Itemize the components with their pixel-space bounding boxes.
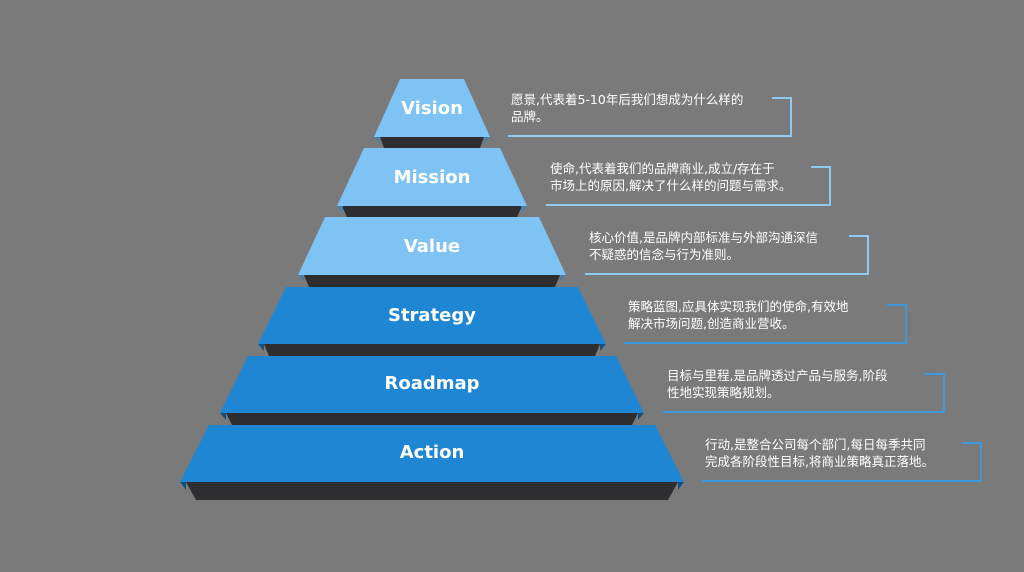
tier-strategy-label: Strategy bbox=[387, 305, 477, 326]
tier-mission-shape bbox=[337, 148, 527, 206]
tier-vision-fold-left bbox=[374, 137, 380, 144]
tier-strategy-fold-left bbox=[258, 344, 264, 351]
tier-roadmap-desc-line2: 性地实现策略规划。 bbox=[667, 385, 780, 400]
tier-vision-shadow bbox=[380, 137, 484, 148]
bracket-vision bbox=[508, 97, 792, 137]
tier-value bbox=[298, 217, 566, 287]
tier-action-desc-line1: 行动,是整合公司每个部门,每日每季共同 bbox=[705, 437, 926, 452]
tier-action-shadow bbox=[186, 482, 678, 500]
tier-roadmap-fold-right bbox=[638, 413, 644, 420]
tier-vision bbox=[374, 79, 490, 148]
tier-action-shape bbox=[180, 425, 684, 482]
tier-strategy bbox=[258, 287, 606, 356]
tier-value-desc-line2: 不疑惑的信念与行为准则。 bbox=[589, 247, 740, 262]
tier-action-label: Action bbox=[399, 442, 465, 463]
tier-mission-shadow bbox=[342, 206, 522, 217]
tier-value-label: Value bbox=[403, 236, 461, 257]
tier-mission-label: Mission bbox=[393, 167, 471, 188]
tier-action-desc-line2: 完成各阶段性目标,将商业策略真正落地。 bbox=[705, 454, 934, 469]
bracket-roadmap bbox=[663, 373, 945, 413]
tier-vision-desc-line1: 愿景,代表着5-10年后我们想成为什么样的 bbox=[511, 92, 744, 107]
tier-mission-desc-line2: 市场上的原因,解决了什么样的问题与需求。 bbox=[550, 178, 792, 193]
tier-roadmap bbox=[220, 356, 644, 425]
tier-strategy-desc-line2: 解决市场问题,创造商业营收。 bbox=[628, 316, 795, 331]
tier-strategy-shape bbox=[258, 287, 606, 344]
tier-roadmap-label: Roadmap bbox=[384, 373, 480, 394]
tier-value-description: 核心价值,是品牌内部标准与外部沟通深信 不疑惑的信念与行为准则。 bbox=[589, 229, 818, 263]
tier-strategy-fold-right bbox=[600, 344, 606, 351]
bracket-mission bbox=[546, 166, 831, 206]
tier-roadmap-description: 目标与里程,是品牌透过产品与服务,阶段 性地实现策略规划。 bbox=[667, 367, 887, 401]
tier-value-shadow bbox=[304, 275, 560, 287]
tier-value-shape bbox=[298, 217, 566, 275]
tier-roadmap-desc-line1: 目标与里程,是品牌透过产品与服务,阶段 bbox=[667, 368, 888, 383]
tier-strategy-desc-line1: 策略蓝图,应具体实现我们的使命,有效地 bbox=[628, 299, 849, 314]
tier-roadmap-shadow bbox=[226, 413, 638, 425]
bracket-action bbox=[702, 442, 982, 482]
tier-roadmap-fold-left bbox=[220, 413, 226, 420]
tier-strategy-description: 策略蓝图,应具体实现我们的使命,有效地 解决市场问题,创造商业营收。 bbox=[628, 298, 848, 332]
tier-action-fold-right bbox=[678, 482, 684, 490]
tier-mission-fold-left bbox=[337, 206, 343, 213]
tier-vision-label: Vision bbox=[401, 98, 463, 119]
tier-vision-description: 愿景,代表着5-10年后我们想成为什么样的 品牌。 bbox=[511, 91, 743, 125]
tier-action-description: 行动,是整合公司每个部门,每日每季共同 完成各阶段性目标,将商业策略真正落地。 bbox=[705, 436, 934, 470]
tier-action-fold-left bbox=[180, 482, 186, 490]
tier-action bbox=[180, 425, 684, 500]
tier-mission bbox=[337, 148, 527, 217]
tier-mission-desc-line1: 使命,代表着我们的品牌商业,成立/存在于 bbox=[550, 161, 775, 176]
tier-strategy-shadow bbox=[264, 344, 600, 356]
tier-value-fold-left bbox=[298, 275, 304, 282]
tier-value-desc-line1: 核心价值,是品牌内部标准与外部沟通深信 bbox=[589, 230, 818, 245]
tier-vision-desc-line2: 品牌。 bbox=[511, 109, 549, 124]
tier-roadmap-shape bbox=[220, 356, 644, 413]
tier-vision-shape bbox=[374, 79, 490, 137]
tier-mission-fold-right bbox=[521, 206, 527, 213]
bracket-value bbox=[585, 235, 869, 275]
tier-vision-fold-right bbox=[484, 137, 490, 144]
tier-value-fold-right bbox=[560, 275, 566, 282]
tier-mission-description: 使命,代表着我们的品牌商业,成立/存在于 市场上的原因,解决了什么样的问题与需求… bbox=[550, 160, 791, 194]
bracket-strategy bbox=[624, 304, 907, 344]
